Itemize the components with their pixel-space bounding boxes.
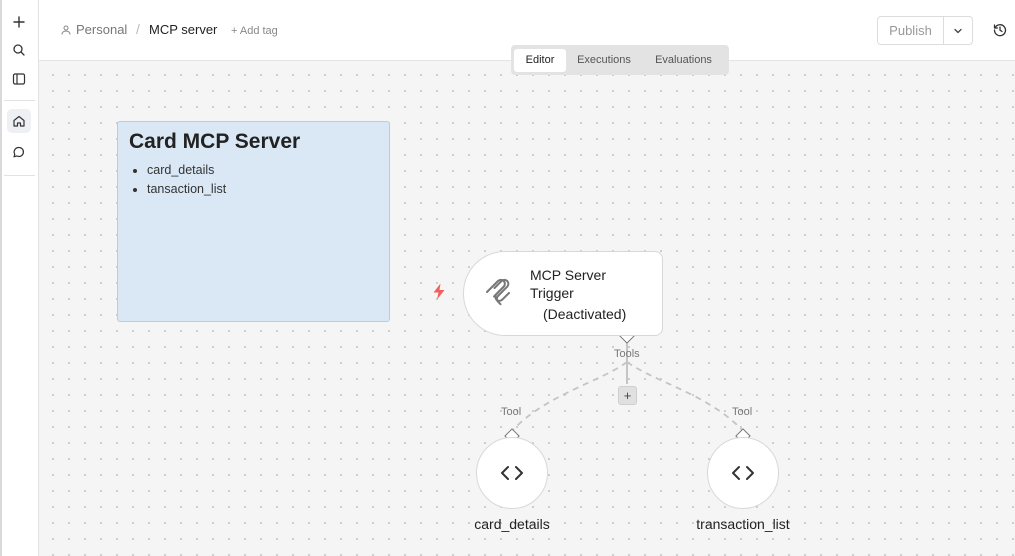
sticky-note-title: Card MCP Server bbox=[129, 130, 301, 153]
tab-evaluations[interactable]: Evaluations bbox=[655, 54, 712, 66]
left-rail bbox=[0, 0, 39, 556]
tool-node-card-details[interactable] bbox=[476, 437, 548, 509]
workflow-name[interactable]: MCP server bbox=[149, 22, 218, 37]
trigger-node-title: MCP Server Trigger bbox=[530, 267, 606, 301]
publish-button[interactable]: Publish bbox=[878, 17, 944, 44]
chat-icon[interactable] bbox=[7, 140, 31, 164]
sidebar-icon[interactable] bbox=[7, 67, 31, 91]
list-item: card_details bbox=[147, 163, 378, 177]
tools-output-label: Tools bbox=[614, 348, 640, 360]
tool-input-label-right: Tool bbox=[732, 406, 753, 418]
mcp-icon bbox=[486, 278, 510, 306]
tool-node-label: transaction_list bbox=[696, 516, 790, 532]
sticky-note-list: card_details tansaction_list bbox=[129, 163, 378, 196]
view-tabs: Editor Executions Evaluations bbox=[511, 45, 729, 75]
history-icon[interactable] bbox=[992, 22, 1008, 38]
rail-divider bbox=[4, 175, 35, 176]
home-icon[interactable] bbox=[7, 109, 31, 133]
plus-icon[interactable] bbox=[7, 10, 31, 34]
search-icon[interactable] bbox=[7, 38, 31, 62]
breadcrumb[interactable]: Personal bbox=[61, 22, 127, 37]
sticky-note[interactable]: Card MCP Server card_details tansaction_… bbox=[117, 121, 390, 322]
list-item: tansaction_list bbox=[147, 182, 378, 196]
tab-editor[interactable]: Editor bbox=[514, 48, 566, 72]
code-icon bbox=[501, 466, 523, 480]
rail-divider bbox=[4, 100, 35, 101]
lightning-bolt-icon bbox=[433, 283, 445, 300]
breadcrumb-personal[interactable]: Personal bbox=[76, 22, 128, 37]
trigger-node-status: (Deactivated) bbox=[543, 306, 627, 322]
breadcrumb-separator: / bbox=[136, 21, 140, 37]
chevron-down-icon[interactable] bbox=[944, 17, 972, 44]
add-tag-link[interactable]: + Add tag bbox=[231, 25, 278, 37]
code-icon bbox=[732, 466, 754, 480]
add-tool-button[interactable]: + bbox=[618, 386, 637, 405]
mcp-server-trigger-node[interactable]: MCP Server Trigger (Deactivated) bbox=[463, 251, 663, 336]
rail-edge bbox=[0, 0, 2, 556]
tool-node-transaction-list[interactable] bbox=[707, 437, 779, 509]
publish-button-group: Publish bbox=[877, 16, 973, 45]
tool-input-label-left: Tool bbox=[501, 406, 522, 418]
person-icon bbox=[61, 25, 71, 35]
tab-executions[interactable]: Executions bbox=[577, 54, 631, 66]
tool-node-label: card_details bbox=[474, 516, 550, 532]
